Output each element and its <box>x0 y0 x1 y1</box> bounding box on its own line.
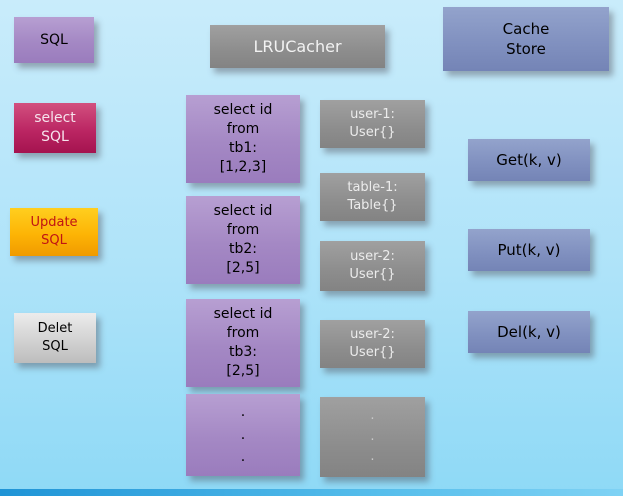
node-query-tb2: select id from tb2: [2,5] <box>186 196 300 284</box>
node-update-sql: Update SQL <box>10 208 98 256</box>
node-cache-store: Cache Store <box>443 7 609 71</box>
node-op-get: Get(k, v) <box>468 139 590 181</box>
node-op-del: Del(k, v) <box>468 311 590 353</box>
node-query-ellipsis: . . . <box>186 394 300 476</box>
node-query-tb3: select id from tb3: [2,5] <box>186 299 300 387</box>
node-op-put: Put(k, v) <box>468 229 590 271</box>
node-select-sql: select SQL <box>14 103 96 153</box>
node-query-tb1: select id from tb1: [1,2,3] <box>186 95 300 183</box>
node-cache-entry-user2a: user-2: User{} <box>320 241 425 291</box>
node-cache-entry-ellipsis: . . . <box>320 397 425 477</box>
node-lru-cacher: LRUCacher <box>210 25 385 68</box>
slide-bottom-edge <box>0 489 623 496</box>
node-sql: SQL <box>14 17 94 63</box>
node-cache-entry-table1: table-1: Table{} <box>320 173 425 221</box>
node-delete-sql: Delet SQL <box>14 313 96 363</box>
node-cache-entry-user1: user-1: User{} <box>320 100 425 148</box>
node-cache-entry-user2b: user-2: User{} <box>320 320 425 368</box>
